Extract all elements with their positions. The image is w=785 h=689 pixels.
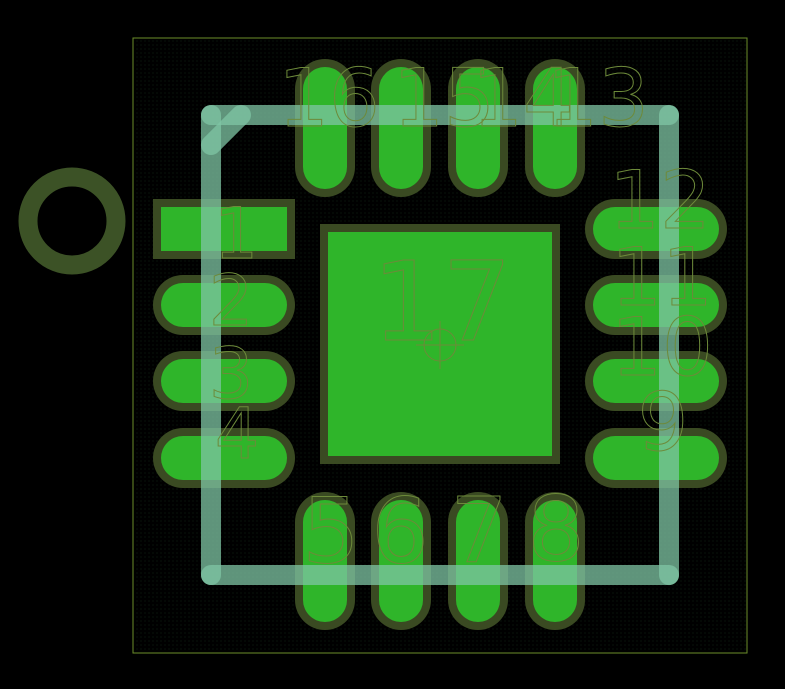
pad-2 (153, 275, 295, 335)
pad-7 (448, 492, 508, 630)
pin-label-17: 17 (372, 238, 512, 366)
pin-label-10: 10 (611, 301, 713, 394)
pad-5 (295, 492, 355, 630)
pin-label-8: 8 (527, 477, 584, 582)
pads (153, 59, 727, 630)
pin-label-2: 2 (209, 260, 254, 342)
pin-label-14: 14 (472, 52, 574, 145)
pin-label-12: 12 (609, 154, 711, 247)
pad-13 (525, 59, 585, 197)
pin-label-13: 13 (547, 52, 649, 145)
pin-label-4: 4 (215, 393, 260, 475)
pad-1 (153, 199, 295, 259)
pin-label-3: 3 (209, 333, 254, 415)
mounting-hole-icon (18, 167, 126, 275)
silkscreen-outline (201, 105, 679, 585)
pad-8 (525, 492, 585, 630)
pad-11 (585, 275, 727, 335)
pad-14 (448, 59, 508, 197)
pad-16 (295, 59, 355, 197)
pad-12 (585, 199, 727, 259)
pad-9 (585, 428, 727, 488)
crosshair-icon (416, 321, 464, 369)
pin-label-6: 6 (371, 479, 428, 584)
pad-6 (371, 492, 431, 630)
pin-label-7: 7 (450, 479, 507, 584)
pin-label-16: 16 (278, 52, 380, 145)
pin-label-15: 15 (393, 52, 495, 145)
pin-label-1: 1 (214, 193, 259, 275)
pin-label-5: 5 (302, 479, 359, 584)
pad-3 (153, 351, 295, 411)
pin-label-11: 11 (611, 231, 713, 324)
pad-15 (371, 59, 431, 197)
pin-label-9: 9 (638, 376, 689, 469)
pad-10 (585, 351, 727, 411)
pad-4 (153, 428, 295, 488)
